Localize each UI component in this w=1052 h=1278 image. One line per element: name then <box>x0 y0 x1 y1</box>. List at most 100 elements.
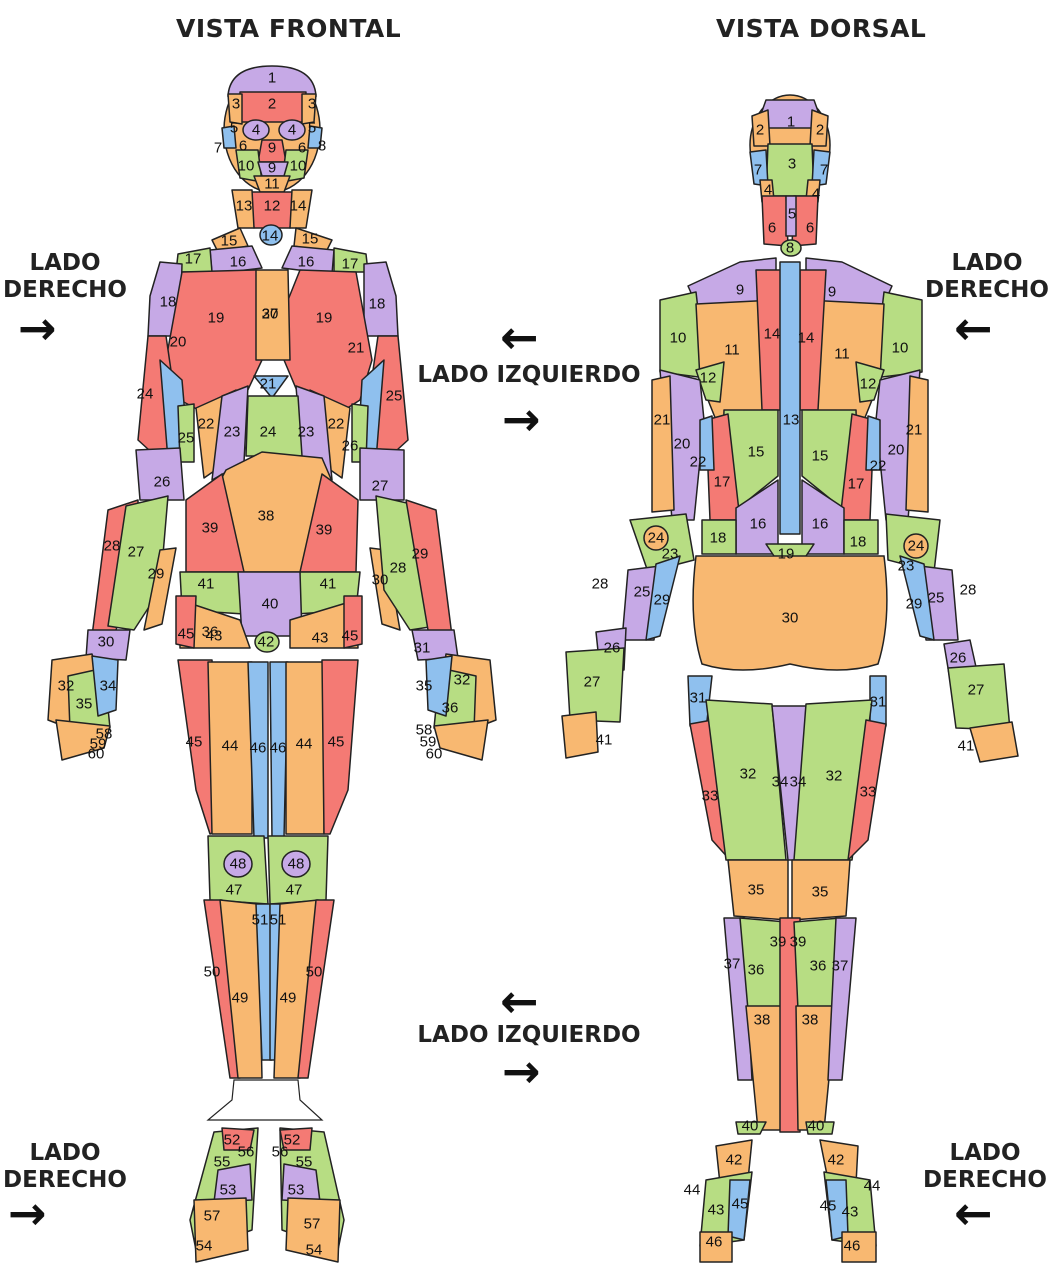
knee-back-right-region <box>791 859 851 921</box>
front-region-number: 10 <box>238 158 255 175</box>
front-region-number: 9 <box>268 140 276 157</box>
front-region-number: 5 <box>308 120 316 137</box>
back-region-number: 4 <box>812 186 820 203</box>
thigh-front-left-region <box>207 661 253 835</box>
arm-back-inner-right-region <box>865 415 881 471</box>
front-region-number: 52 <box>284 1132 301 1149</box>
back-region-number: 44 <box>684 1182 701 1199</box>
back-region-number: 38 <box>754 1012 771 1029</box>
temple-right-region <box>301 93 317 125</box>
back-region-number: 19 <box>778 546 795 563</box>
front-region-number: 16 <box>230 254 247 271</box>
back-region-number: 12 <box>860 376 877 393</box>
back-region-number: 23 <box>898 558 915 575</box>
front-region-number: 45 <box>186 734 203 751</box>
ear-back-right-region <box>811 149 831 187</box>
fingers-left-region <box>55 719 111 761</box>
front-region-number: 16 <box>298 254 315 271</box>
front-region-number: 44 <box>296 736 313 753</box>
gluteal-region <box>692 555 888 671</box>
front-region-number: 22 <box>198 416 215 433</box>
front-region-number: 6 <box>298 140 306 157</box>
back-region-number: 28 <box>592 576 609 593</box>
back-region-number: 8 <box>786 240 794 257</box>
right-side-label-bottom-left: LADO DERECHO <box>2 1140 128 1194</box>
front-region-number: 25 <box>178 430 195 447</box>
ankle-front-right-region <box>279 1127 313 1151</box>
ankle-blank-region <box>206 1079 324 1121</box>
front-region-number: 15 <box>302 231 319 248</box>
patella-left-region <box>223 850 253 878</box>
arrow-left-icon: ← <box>954 1186 993 1240</box>
back-region-number: 14 <box>798 330 815 347</box>
front-region-number: 60 <box>426 746 443 763</box>
front-region-number: 59 <box>420 734 437 751</box>
front-region-number: 18 <box>369 296 386 313</box>
back-region-number: 26 <box>950 650 967 667</box>
shin-front-left-region <box>219 899 263 1079</box>
front-region-number: 29 <box>412 546 429 563</box>
arrow-right-icon: → <box>8 1186 47 1240</box>
olecranon-right-region <box>903 533 929 559</box>
back-region-number: 6 <box>768 220 776 237</box>
back-region-number: 6 <box>806 220 814 237</box>
front-region-number: 53 <box>288 1182 305 1199</box>
back-region-number: 46 <box>706 1234 723 1251</box>
arrow-right-icon: → <box>502 392 541 446</box>
right-side-label-line2: DERECHO <box>3 277 127 303</box>
back-region-number: 17 <box>714 474 731 491</box>
right-side-label-line1: LADO <box>949 1140 1021 1166</box>
back-region-number: 7 <box>754 162 762 179</box>
ear-left-region <box>221 125 237 149</box>
fingers-back-right-region <box>969 721 1019 763</box>
front-region-number: 23 <box>298 424 315 441</box>
back-region-number: 27 <box>584 674 601 691</box>
front-region-number: 37 <box>262 306 279 323</box>
back-region-number: 40 <box>742 1118 759 1135</box>
forehead-region <box>227 65 317 97</box>
right-side-label-line2: DERECHO <box>3 1167 127 1193</box>
back-region-number: 39 <box>770 934 787 951</box>
right-side-label-line2: DERECHO <box>925 277 1049 303</box>
back-region-number: 32 <box>826 768 843 785</box>
toes-sole-left-region <box>699 1231 733 1263</box>
toes-right-region <box>285 1197 341 1263</box>
xiphoid-region <box>253 375 289 399</box>
front-region-number: 39 <box>316 522 333 539</box>
front-region-number: 8 <box>318 138 326 155</box>
front-region-number: 30 <box>372 572 389 589</box>
back-region-number: 35 <box>812 884 829 901</box>
front-region-number: 41 <box>320 576 337 593</box>
back-region-number: 27 <box>968 682 985 699</box>
front-region-number: 32 <box>58 678 75 695</box>
front-region-number: 36 <box>442 700 459 717</box>
front-region-number: 46 <box>270 740 287 757</box>
front-region-number: 19 <box>208 310 225 327</box>
front-region-number: 30 <box>98 634 115 651</box>
front-region-number: 28 <box>104 538 121 555</box>
front-region-number: 31 <box>414 640 431 657</box>
pectoral-right-region <box>283 269 373 415</box>
front-region-number: 49 <box>280 990 297 1007</box>
temple-left-region <box>227 93 243 125</box>
hand-thumb-left-region <box>91 655 119 717</box>
arrow-left-icon: ← <box>954 301 993 355</box>
front-region-number: 50 <box>204 964 221 981</box>
back-region-number: 12 <box>700 370 717 387</box>
right-side-label-top-left: LADO DERECHO <box>2 250 128 304</box>
shin-outer-right-region <box>297 899 335 1079</box>
thigh-outer-right-region <box>321 659 359 835</box>
back-region-number: 33 <box>860 784 877 801</box>
back-region-number: 16 <box>812 516 829 533</box>
front-region-number: 48 <box>230 856 247 873</box>
arm-back-outer-left-region <box>651 375 675 513</box>
back-region-number: 24 <box>908 538 925 555</box>
nape-region <box>785 195 797 237</box>
elbow-right-region <box>359 447 405 501</box>
front-region-number: 52 <box>224 1132 241 1149</box>
front-region-number: 60 <box>88 746 105 763</box>
sternum-region <box>255 269 291 361</box>
front-region-number: 51 <box>252 912 269 929</box>
